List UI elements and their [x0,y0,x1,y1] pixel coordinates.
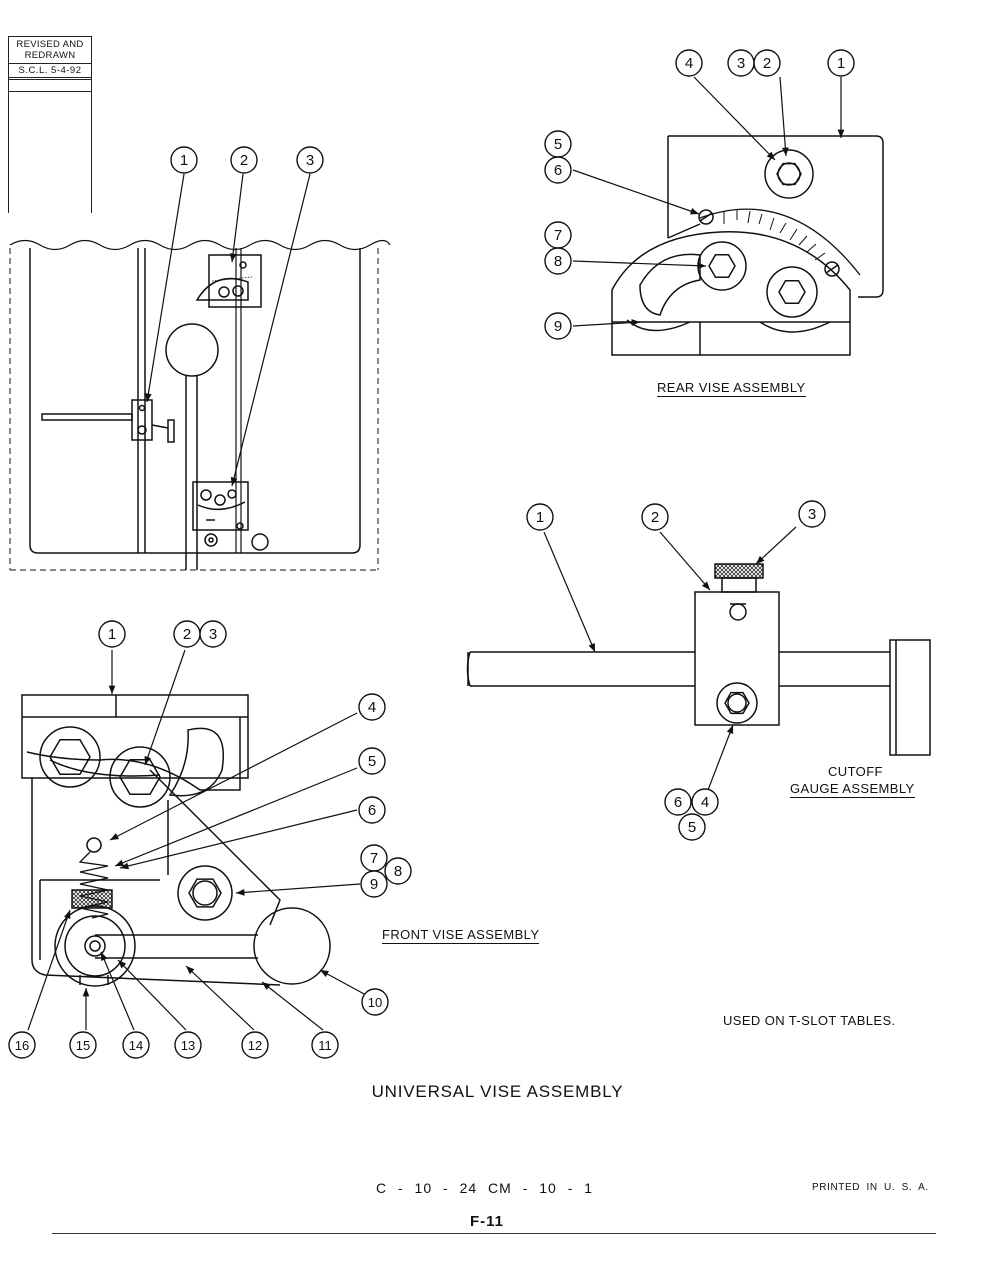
usage-note: USED ON T-SLOT TABLES. [723,1013,896,1028]
overview-view [9,239,391,571]
svg-text:5: 5 [688,819,696,836]
callout-front-12: 12 [241,1031,269,1059]
callout-overview-3: 3 [296,146,324,174]
rear-vise-view [611,135,884,356]
revision-line-2: REDRAWN [24,50,76,61]
svg-text:6: 6 [368,802,376,819]
revision-date: S.C.L. 5-4-92 [9,63,91,80]
callout-rear-9: 9 [544,312,572,340]
revision-line-1: REVISED AND [16,39,84,50]
svg-text:2: 2 [240,152,248,169]
callout-cutoff-5: 5 [678,813,706,841]
svg-text:3: 3 [808,506,816,523]
cutoff-gauge-view [466,563,931,756]
svg-text:8: 8 [554,253,562,270]
svg-text:16: 16 [15,1038,29,1053]
callout-overview-1: 1 [170,146,198,174]
front-vise-label: FRONT VISE ASSEMBLY [382,927,540,944]
callout-front-3: 3 [199,620,227,648]
callout-overview-2: 2 [230,146,258,174]
callout-front-4: 4 [358,693,386,721]
svg-text:6: 6 [554,162,562,179]
footer-rule [52,1233,936,1234]
callout-rear-1: 1 [827,49,855,77]
printed-in: PRINTED IN U. S. A. [812,1182,929,1193]
svg-text:9: 9 [370,876,378,893]
svg-text:4: 4 [368,699,376,716]
callout-rear-4: 4 [675,49,703,77]
callout-front-7: 7 [360,844,388,872]
svg-text:1: 1 [108,626,116,643]
svg-text:1: 1 [180,152,188,169]
svg-text:2: 2 [763,55,771,72]
svg-text:2: 2 [651,509,659,526]
callout-front-11: 11 [311,1031,339,1059]
svg-text:6: 6 [674,794,682,811]
svg-text:7: 7 [370,850,378,867]
svg-text:1: 1 [837,55,845,72]
svg-text:5: 5 [554,136,562,153]
svg-text:14: 14 [129,1038,143,1053]
callout-rear-5: 5 [544,130,572,158]
svg-text:9: 9 [554,318,562,335]
svg-text:11: 11 [318,1038,332,1053]
page-number: F-11 [470,1213,505,1230]
callout-front-9: 9 [360,870,388,898]
callout-front-2: 2 [173,620,201,648]
callout-cutoff-6: 6 [664,788,692,816]
callout-cutoff-3: 3 [798,500,826,528]
callout-front-8: 8 [384,857,412,885]
callout-cutoff-1: 1 [526,503,554,531]
svg-text:3: 3 [737,55,745,72]
callout-rear-3: 3 [727,49,755,77]
svg-text:2: 2 [183,626,191,643]
callout-front-5: 5 [358,747,386,775]
svg-text:4: 4 [701,794,709,811]
front-vise-view [21,694,331,987]
page-title: UNIVERSAL VISE ASSEMBLY [371,1082,624,1101]
svg-text:8: 8 [394,863,402,880]
callout-cutoff-4: 4 [691,788,719,816]
callout-cutoff-2: 2 [641,503,669,531]
revision-blank-area [9,91,91,214]
callout-rear-8: 8 [544,247,572,275]
rear-vise-label: REAR VISE ASSEMBLY [657,380,806,397]
callout-front-1: 1 [98,620,126,648]
callout-rear-2: 2 [753,49,781,77]
callout-front-13: 13 [174,1031,202,1059]
callout-front-6: 6 [358,796,386,824]
cutoff-label-line1: CUTOFF [828,764,883,779]
svg-text:15: 15 [76,1038,90,1053]
svg-text:4: 4 [685,55,693,72]
svg-text:3: 3 [306,152,314,169]
svg-text:10: 10 [368,995,382,1010]
callout-rear-7: 7 [544,221,572,249]
callout-front-14: 14 [122,1031,150,1059]
svg-text:3: 3 [209,626,217,643]
callout-rear-6: 6 [544,156,572,184]
callout-front-15: 15 [69,1031,97,1059]
svg-text:13: 13 [181,1038,195,1053]
revision-block: REVISED AND REDRAWN S.C.L. 5-4-92 [8,36,92,213]
cutoff-label-line2: GAUGE ASSEMBLY [790,781,915,798]
svg-text:5: 5 [368,753,376,770]
svg-text:7: 7 [554,227,562,244]
svg-text:12: 12 [248,1038,262,1053]
svg-text:1: 1 [536,509,544,526]
callout-front-10: 10 [361,988,389,1016]
drawing-codes: C - 10 - 24 CM - 10 - 1 [376,1180,594,1196]
callout-front-16: 16 [8,1031,36,1059]
leader-lines [27,76,845,1031]
